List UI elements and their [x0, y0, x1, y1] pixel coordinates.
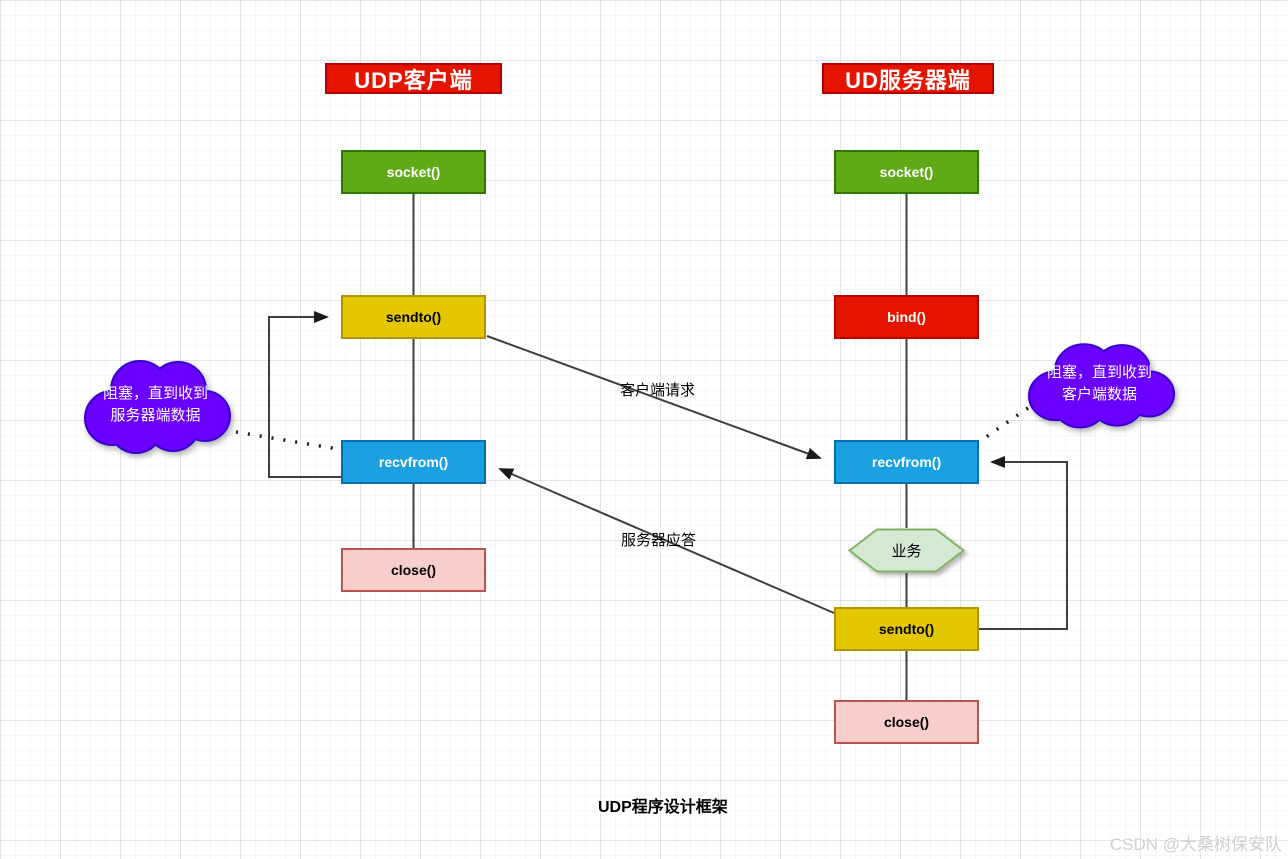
- request-edge-label: 客户端请求: [620, 382, 696, 399]
- client-blocking-line1: 阻塞，直到收到: [102, 385, 208, 403]
- server-column-title: UD服务器端: [822, 63, 994, 94]
- server-blocking-cloud: 阻塞，直到收到 客户端数据: [1022, 336, 1177, 432]
- edge-server-reply: [498, 468, 835, 614]
- server-business-label: 业务: [891, 543, 922, 560]
- server-blocking-text: 阻塞，直到收到 客户端数据: [1022, 336, 1177, 432]
- server-close-node: close(): [834, 700, 979, 744]
- server-blocking-line1: 阻塞，直到收到: [1046, 364, 1152, 382]
- csdn-watermark: CSDN @大桑树保安队: [1109, 835, 1282, 854]
- client-recvfrom-node: recvfrom(): [341, 440, 486, 484]
- edge-client-request: [486, 335, 822, 460]
- edge-cloud-right-dotted: [985, 406, 1029, 439]
- edge-server-loop: [979, 456, 1068, 630]
- client-column-title: UDP客户端: [325, 63, 502, 94]
- reply-edge-label: 服务器应答: [621, 532, 697, 549]
- client-sendto-node: sendto(): [341, 295, 486, 339]
- edge-client-loop: [268, 311, 341, 478]
- cloud-shape: [84, 360, 231, 454]
- diagram-caption: UDP程序设计框架: [598, 799, 728, 816]
- server-recvfrom-node: recvfrom(): [834, 440, 979, 484]
- server-business-node: 业务: [847, 528, 966, 573]
- hexagon-shape: [847, 528, 966, 573]
- client-blocking-text: 阻塞，直到收到 服务器端数据: [78, 352, 233, 458]
- edge-cloud-left-dotted: [235, 430, 339, 451]
- server-sendto-node: sendto(): [834, 607, 979, 651]
- client-blocking-cloud: 阻塞，直到收到 服务器端数据: [78, 352, 233, 458]
- cloud-shape: [1028, 343, 1175, 429]
- client-blocking-line2: 服务器端数据: [110, 407, 201, 424]
- server-socket-node: socket(): [834, 150, 979, 194]
- client-socket-node: socket(): [341, 150, 486, 194]
- client-close-node: close(): [341, 548, 486, 592]
- server-bind-node: bind(): [834, 295, 979, 339]
- server-blocking-line2: 客户端数据: [1061, 386, 1137, 403]
